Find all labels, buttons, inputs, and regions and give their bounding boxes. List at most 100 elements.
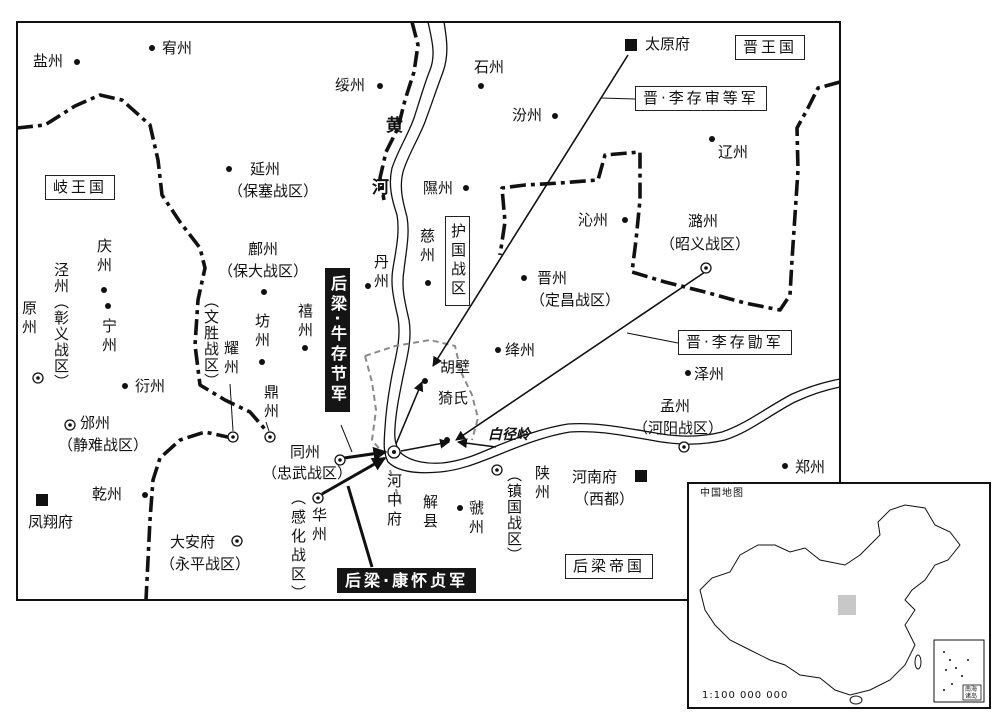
route-hezhong-east-arrow: [400, 438, 450, 452]
route-jin-licunxu-leader: [626, 332, 679, 344]
cizhou-marker: [425, 280, 431, 286]
army-jin-licunshen-label: 晋·李存审等军: [635, 86, 767, 111]
mengzhou-marker: [678, 441, 690, 453]
place-youzhou-label: 宥州: [162, 39, 193, 57]
place-henan-label: 河南府: [572, 468, 618, 486]
hainan-island: [849, 695, 863, 705]
army-liang-kanghuaizhen-label: 后梁·康怀贞军: [337, 568, 477, 593]
place-binzhou-district: （静难战区）: [58, 436, 149, 454]
shanzhou-marker: [491, 464, 503, 476]
liaozhou-marker: [709, 136, 715, 142]
place-xizhou-xi-label: 禧州: [296, 303, 314, 341]
place-zhengzhou-label: 郑州: [795, 458, 826, 476]
yishi-marker: [444, 437, 450, 443]
place-jingzhou-district: （彰义战区）: [52, 294, 70, 390]
guozhou-marker: [457, 505, 463, 511]
china-outline: [699, 504, 961, 696]
place-jiangzhou-label: 绛州: [505, 341, 536, 359]
jin-boundary-east: [498, 80, 841, 312]
qi-boundary-south: [144, 430, 233, 601]
jinzhou-marker: [521, 275, 527, 281]
place-qianzhou-label: 乾州: [92, 485, 123, 503]
huguo-district-boundary: [364, 355, 383, 453]
inset-scale: 1:100 000 000: [702, 690, 789, 701]
jingzhou-marker: [32, 372, 44, 384]
binzhou-marker: [64, 419, 76, 431]
hezhong-marker: [387, 445, 401, 459]
place-danzhou-label: 丹州: [372, 254, 390, 292]
huguo-district-boundary: [364, 338, 480, 441]
place-cizhou-label: 慈州: [418, 228, 436, 266]
hubi-marker: [422, 378, 428, 384]
yaozhou-marker: [227, 431, 239, 443]
place-yanzhou-district: （保塞战区）: [228, 182, 319, 200]
inset-south-sea-label: 南海诸岛: [965, 686, 978, 700]
zezhou-marker: [685, 370, 691, 376]
henan-marker: [635, 470, 647, 482]
da-an-marker: [231, 535, 243, 547]
jiangzhou-marker: [495, 347, 501, 353]
place-qingzhou-label: 庆州: [95, 238, 113, 276]
place-yuanzhou-label: 原州: [20, 300, 38, 338]
danzhou-marker: [365, 283, 371, 289]
qi-boundary-north: [16, 93, 272, 437]
qi-boundary-river: [378, 21, 420, 201]
place-dingzhou-label: 鼎州: [262, 384, 280, 422]
xizhou-xi-marker: [302, 345, 308, 351]
place-liaozhou-label: 辽州: [718, 143, 749, 161]
inset-title: 中国地图: [700, 488, 744, 499]
dingzhou-marker: [264, 431, 276, 443]
place-luzhou-district: （昭义战区）: [660, 235, 751, 253]
place-hubi-label: 胡壁: [440, 358, 471, 376]
ningzhou-marker: [105, 303, 111, 309]
place-huazhou-district: （感化战区）: [289, 490, 307, 604]
place-jingzhou-group: 泾州（彰义战区）: [52, 262, 70, 390]
route-hezhong-north-arrow: [395, 381, 424, 445]
kingdom-houliang-label: 后梁帝国: [565, 554, 654, 579]
place-ningzhou-label: 宁州: [100, 318, 118, 356]
shizhou-marker: [478, 83, 484, 89]
place-fenzhou-label: 汾州: [512, 106, 543, 124]
place-luzhou-label: 潞州: [688, 212, 719, 230]
route-liang-kanghuaizhen-arrow: [321, 456, 387, 496]
place-guozhou-label: 虢州: [467, 500, 485, 538]
dingzhou-leader: [265, 421, 270, 432]
fenzhou-marker: [552, 113, 558, 119]
taiyuan-marker: [625, 39, 637, 51]
place-yaozhou-district: （文胜战区）: [202, 293, 220, 389]
place-mengzhou-label: 孟州: [660, 397, 691, 415]
place-suizhou-label: 绥州: [335, 76, 366, 94]
route-liang-kanghuaizhen-leader: [346, 485, 374, 568]
route-jin-licunshen-leader: [600, 97, 636, 100]
place-henan-district: （西都）: [574, 490, 635, 508]
yanzhou-salt-marker: [74, 59, 80, 65]
kingdom-jin-label: 晋王国: [735, 35, 806, 60]
place-jinzhou-label: 晋州: [537, 269, 568, 287]
place-yanzhou-label: 延州: [250, 160, 281, 178]
huazhou-marker: [312, 492, 324, 504]
place-da-an-district: （永平战区）: [160, 555, 251, 573]
route-liang-niucunjie-leader: [340, 424, 353, 453]
place-fuzhou-label: 鄜州: [248, 240, 279, 258]
youzhou-marker: [149, 45, 155, 51]
place-fangzhou-label: 坊州: [253, 313, 271, 351]
fengxiang-marker: [36, 494, 48, 506]
place-xiexian-label: 解县: [421, 494, 439, 532]
place-binzhou-label: 邠州: [80, 414, 111, 432]
place-hezhong-label: 河中府: [385, 473, 403, 530]
place-yaozhou-label: 耀州: [222, 340, 240, 378]
place-shanzhou-label: 陕州: [533, 465, 551, 503]
route-jin-licunxu-arrow: [455, 271, 706, 441]
yanzhou-marker: [226, 166, 232, 172]
place-fengxiang-label: 凤翔府: [28, 513, 74, 531]
kingdom-qi-label: 岐王国: [45, 175, 116, 200]
place-yanzhou-yan-label: 衍州: [135, 377, 166, 395]
place-fuzhou-district: （保大战区）: [218, 262, 309, 280]
fuzhou-marker: [261, 289, 267, 295]
route-liang-niucunjie-arrow: [343, 446, 388, 461]
yaozhou-leader: [229, 383, 234, 432]
place-da-an-label: 大安府: [170, 533, 216, 551]
route-baijingling-arrow: [457, 438, 497, 449]
place-tongzhou-district: （忠武战区）: [262, 464, 353, 482]
